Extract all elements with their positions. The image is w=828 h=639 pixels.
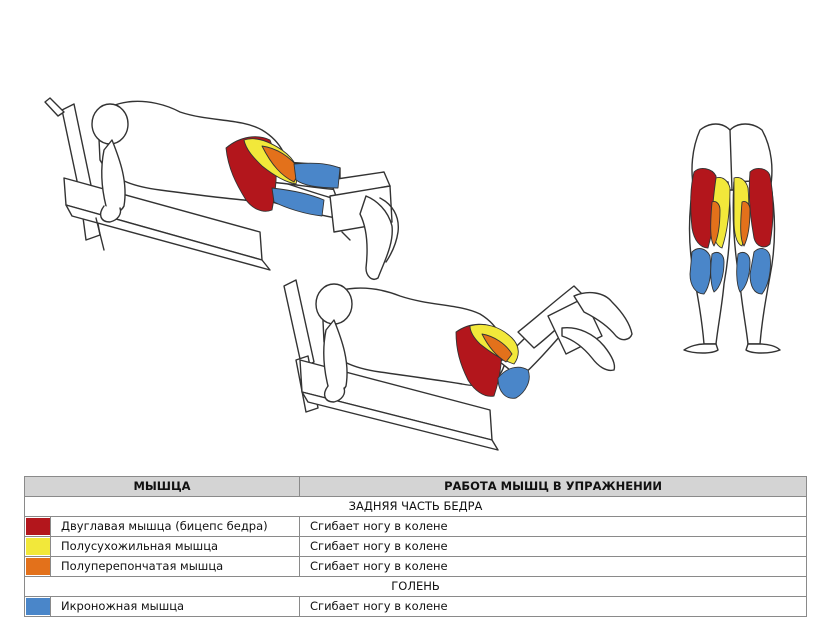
muscle-action: Сгибает ногу в колене [299,556,808,577]
color-swatch [24,556,51,577]
muscle-name: Полуперепончатая мышца [49,556,301,577]
muscle-name: Полусухожильная мышца [49,536,301,557]
flexed-position-figure [283,279,633,451]
exercise-illustration [44,97,781,451]
header-action: РАБОТА МЫШЦ В УПРАЖНЕНИИ [299,476,808,497]
table-row: Икроножная мышца Сгибает ногу в колене [24,596,808,617]
swatch-semitendinosus [25,538,50,555]
muscle-table: МЫШЦА РАБОТА МЫШЦ В УПРАЖНЕНИИ ЗАДНЯЯ ЧА… [23,476,808,617]
start-position-figure [44,97,399,280]
muscle-name: Двуглавая мышца (бицепс бедра) [49,516,301,537]
section-title: ГОЛЕНЬ [23,576,808,597]
table-row: Полуперепончатая мышца Сгибает ногу в ко… [24,556,808,577]
muscle-name: Икроножная мышца [49,596,301,617]
section-row-shin: ГОЛЕНЬ [23,576,808,597]
color-swatch [24,596,51,617]
section-row-hamstrings: ЗАДНЯЯ ЧАСТЬ БЕДРА [23,496,808,517]
swatch-biceps-femoris [25,518,50,535]
table-header-row: МЫШЦА РАБОТА МЫШЦ В УПРАЖНЕНИИ [23,476,808,497]
muscle-action: Сгибает ногу в колене [299,516,808,537]
muscle-action: Сгибает ногу в колене [299,596,808,617]
table-row: Двуглавая мышца (бицепс бедра) Сгибает н… [24,516,808,537]
color-swatch [24,536,51,557]
header-muscle: МЫШЦА [23,476,301,497]
swatch-gastrocnemius [25,598,50,615]
table-row: Полусухожильная мышца Сгибает ногу в кол… [24,536,808,557]
section-title: ЗАДНЯЯ ЧАСТЬ БЕДРА [23,496,808,517]
muscle-action: Сгибает ногу в колене [299,536,808,557]
color-swatch [24,516,51,537]
swatch-semimembranosus [25,558,50,575]
